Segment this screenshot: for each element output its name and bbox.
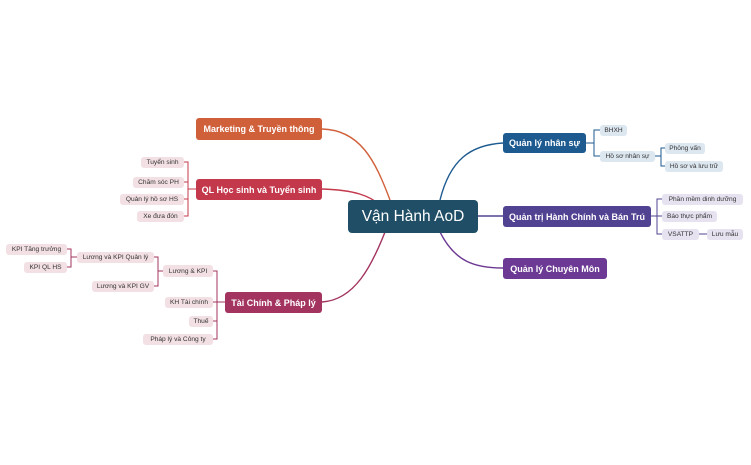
branch-nhan-su[interactable]: Quản lý nhân sự (503, 133, 586, 153)
leaf-phong-van[interactable]: Phỏng vấn (665, 143, 705, 154)
leaf-cham-soc-ph[interactable]: Chăm sóc PH (133, 177, 184, 188)
leaf-luong-kpi-quan-ly[interactable]: Lương và KPI Quản lý (77, 252, 154, 263)
center-node[interactable]: Vận Hành AoD (348, 200, 478, 233)
line-nhan-su (439, 142, 504, 201)
line-tai-chinh (321, 231, 386, 303)
branch-tai-chinh[interactable]: Tài Chính & Pháp lý (225, 292, 322, 313)
leaf-kh-tai-chinh[interactable]: KH Tài chính (165, 297, 213, 308)
leaf-bao-thuc-pham[interactable]: Báo thực phẩm (662, 211, 717, 222)
branch-marketing[interactable]: Marketing & Truyền thông (196, 118, 322, 140)
leaf-luong-kpi-gv[interactable]: Lương và KPI GV (92, 281, 154, 292)
leaf-kpi-ql-hs[interactable]: KPI QL HS (24, 262, 67, 273)
leaf-tuyen-sinh[interactable]: Tuyển sinh (141, 157, 184, 168)
leaf-kpi-tang-truong[interactable]: KPI Tăng trưởng (6, 244, 67, 255)
leaf-luu-mau[interactable]: Lưu mẫu (707, 229, 743, 240)
leaf-quan-ly-ho-so-hs[interactable]: Quản lý hồ sơ HS (120, 194, 184, 205)
leaf-ho-so-luu-tru[interactable]: Hồ sơ và lưu trữ (665, 161, 723, 172)
branch-chuyen-mon[interactable]: Quản lý Chuyên Môn (503, 258, 607, 279)
line-chuyen-mon (439, 231, 504, 269)
branch-hanh-chinh[interactable]: Quản trị Hành Chính và Bán Trú (503, 206, 651, 227)
leaf-bhxh[interactable]: BHXH (600, 125, 627, 136)
leaf-luong-kpi[interactable]: Lương & KPI (163, 265, 213, 277)
branch-ql-hoc-sinh[interactable]: QL Học sinh và Tuyển sinh (196, 179, 322, 200)
leaf-vsattp[interactable]: VSATTP (662, 229, 699, 240)
leaf-phap-ly[interactable]: Pháp lý và Công ty (143, 334, 213, 345)
leaf-phan-mem-dinh-duong[interactable]: Phần mềm dinh dưỡng (662, 194, 743, 205)
leaf-xe-dua-don[interactable]: Xe đưa đón (137, 211, 184, 222)
line-marketing (321, 128, 391, 201)
leaf-ho-so-nhan-su[interactable]: Hồ sơ nhân sự (600, 151, 655, 162)
leaf-thue[interactable]: Thuế (189, 316, 213, 327)
